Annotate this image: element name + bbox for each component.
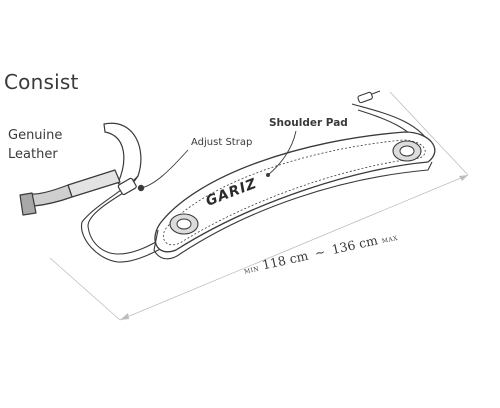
adjust-strap-label: Adjust Strap <box>191 137 253 148</box>
callout-lines <box>140 130 297 189</box>
diagram-heading: Consist <box>4 70 79 94</box>
material-label: Genuine Leather <box>8 128 63 162</box>
leather-strap <box>19 122 142 216</box>
dimension-guides <box>49 91 469 321</box>
shoulder-pad-label: Shoulder Pad <box>269 117 348 129</box>
pad-ring-right <box>392 140 422 162</box>
range-separator: ~ <box>313 243 327 261</box>
shoulder-pad <box>153 131 436 260</box>
connector-right <box>357 90 381 104</box>
pad-ring-left <box>169 213 199 235</box>
